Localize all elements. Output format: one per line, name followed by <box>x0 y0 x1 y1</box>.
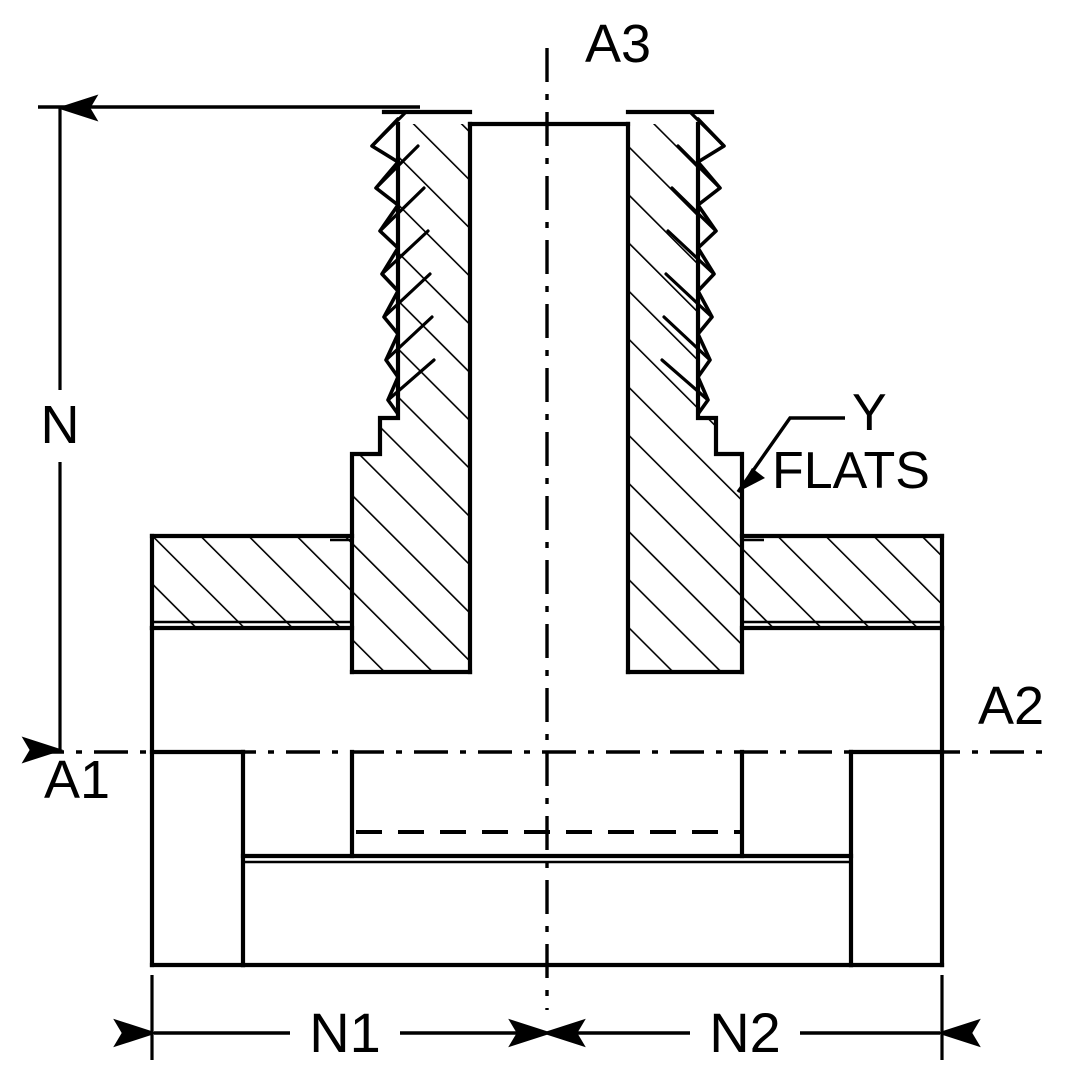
y-flats-leader-line <box>736 416 845 493</box>
dimension-n1-n2: N1 N2 <box>113 975 981 1064</box>
annotation-label-y: Y <box>852 384 887 442</box>
annotation-label-flats: FLATS <box>772 442 930 500</box>
dimension-label-n1: N1 <box>309 1001 381 1064</box>
thread-crest-lines-right <box>660 110 726 402</box>
dimension-label-n2: N2 <box>709 1001 781 1064</box>
branch-right-outer-profile <box>695 121 745 675</box>
datum-label-a3: A3 <box>585 14 651 74</box>
branch-left-outer-profile <box>349 121 401 675</box>
annotation-y-flats: Y FLATS <box>736 384 930 500</box>
datum-label-a1: A1 <box>44 750 110 810</box>
datum-label-a2: A2 <box>978 676 1044 736</box>
y-flats-leader-arrowhead <box>738 468 765 492</box>
dimension-n: N <box>21 94 420 764</box>
thread-crest-lines-left <box>370 110 436 402</box>
dimension-label-n: N <box>41 395 80 455</box>
center-lines <box>30 48 1046 1010</box>
